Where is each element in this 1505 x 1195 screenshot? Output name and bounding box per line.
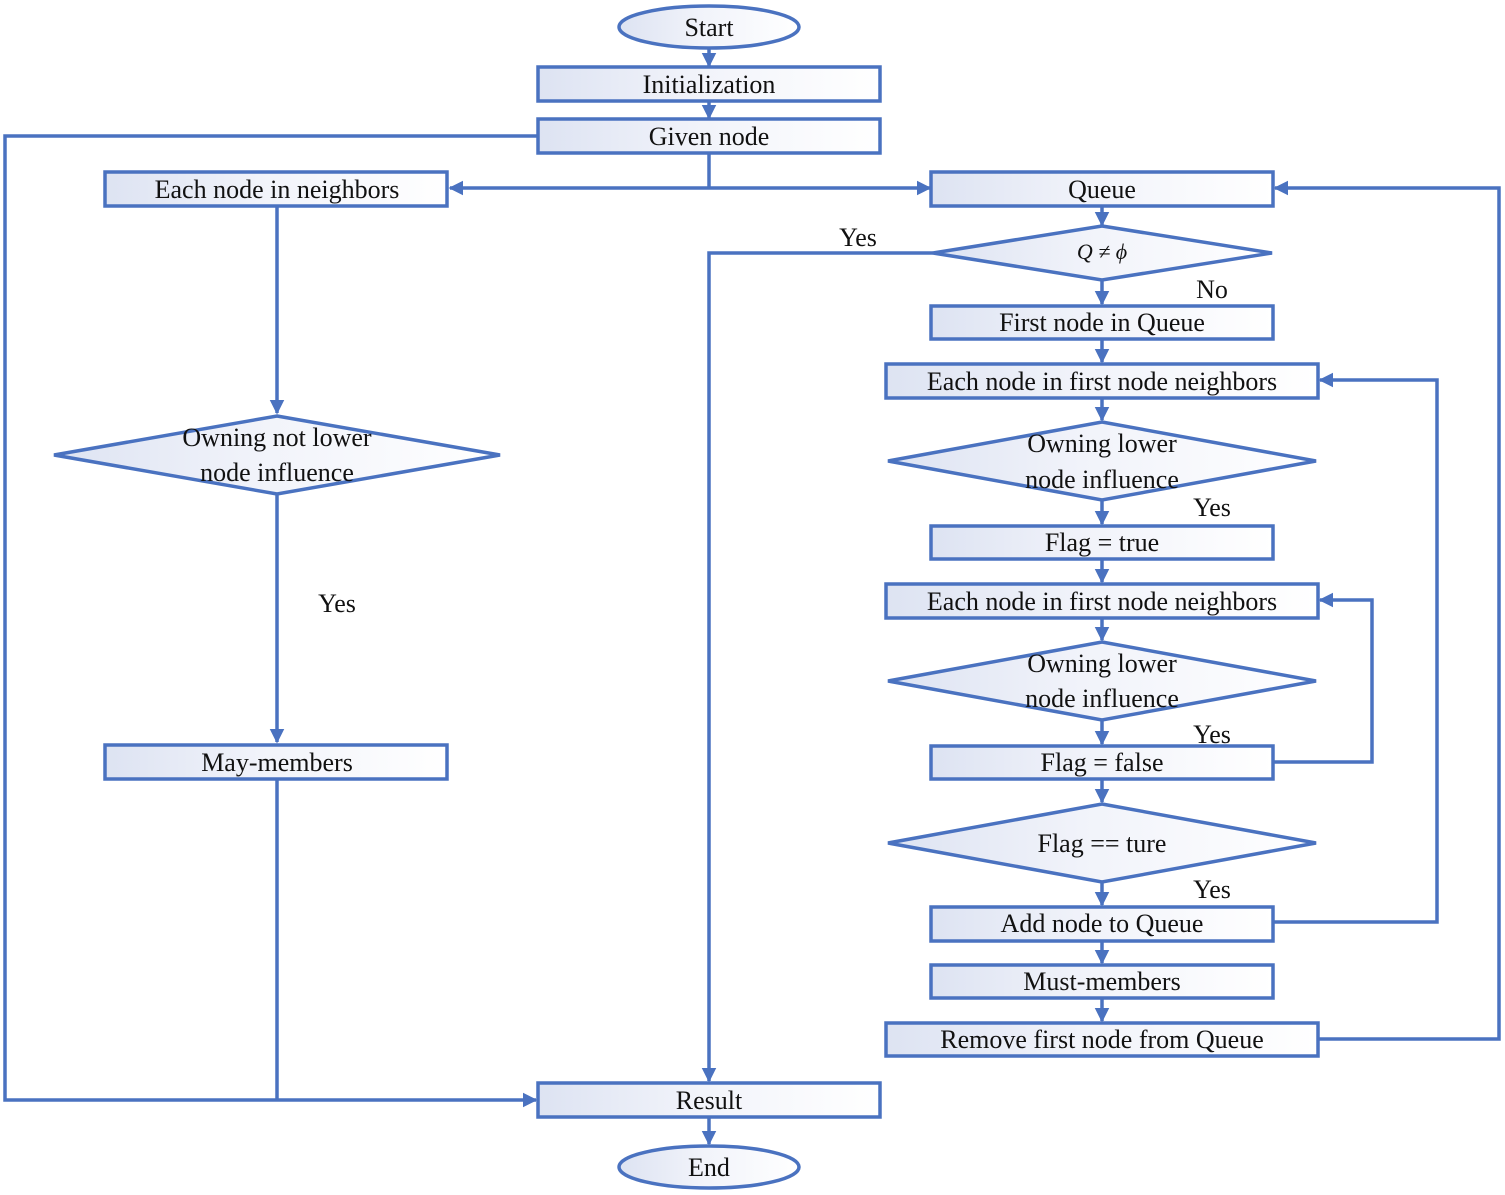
owning-lower-decision-1 — [887, 420, 1317, 502]
queue-box — [929, 170, 1275, 208]
edges — [3, 48, 1501, 1146]
queue-label: Queue — [1068, 175, 1136, 204]
yes-label-left: Yes — [318, 589, 356, 618]
initialization-box — [536, 65, 882, 103]
edge-cond-yes-result — [701, 251, 933, 1083]
end-terminal — [617, 1144, 801, 1190]
flag-check-decision — [887, 802, 1317, 884]
remove-first-node-label: Remove first node from Queue — [940, 1025, 1263, 1054]
each-node-neighbors-label: Each node in neighbors — [155, 175, 400, 204]
owning-lower-decision-2 — [887, 640, 1317, 722]
owning-lower-2-line1: Owning lower — [1027, 649, 1177, 678]
flag-check-label: Flag == ture — [1038, 829, 1167, 858]
result-box — [536, 1081, 882, 1119]
yes-label-queue: Yes — [839, 223, 877, 252]
initialization-label: Initialization — [643, 70, 776, 99]
flag-false-box — [929, 744, 1275, 781]
yes-label-owning-1: Yes — [1193, 493, 1231, 522]
no-label-queue: No — [1196, 275, 1228, 304]
start-label: Start — [684, 13, 734, 42]
must-members-box — [929, 963, 1275, 1000]
edge-remove-loop — [1273, 180, 1501, 1041]
given-node-box — [536, 117, 882, 155]
each-node-neighbors-box — [103, 170, 449, 208]
flag-false-label: Flag = false — [1041, 748, 1164, 777]
start-terminal — [617, 4, 801, 50]
yes-label-flag: Yes — [1193, 875, 1231, 904]
each-first-neighbors-box-2 — [884, 582, 1320, 620]
flag-true-box — [929, 524, 1275, 561]
each-first-neighbors-label-2: Each node in first node neighbors — [927, 587, 1277, 616]
must-members-label: Must-members — [1023, 967, 1180, 996]
first-node-box — [929, 304, 1275, 341]
given-node-label: Given node — [649, 122, 770, 151]
edge-add-loop — [1273, 372, 1439, 924]
owning-not-lower-line1: Owning not lower — [182, 423, 372, 452]
owning-not-lower-line2: node influence — [200, 458, 354, 487]
may-members-label: May-members — [201, 748, 353, 777]
end-label: End — [688, 1153, 730, 1182]
edge-flagfalse-loop — [1273, 592, 1374, 764]
queue-not-empty-label: Q ≠ ϕ — [1077, 239, 1127, 264]
each-first-neighbors-box-1 — [884, 362, 1320, 400]
add-node-label: Add node to Queue — [1001, 909, 1204, 938]
yes-label-owning-2: Yes — [1193, 720, 1231, 749]
result-label: Result — [676, 1086, 743, 1115]
owning-not-lower-decision — [53, 414, 501, 496]
flag-true-label: Flag = true — [1045, 528, 1159, 557]
owning-lower-1-line2: node influence — [1025, 465, 1179, 494]
owning-lower-1-line1: Owning lower — [1027, 429, 1177, 458]
each-first-neighbors-label-1: Each node in first node neighbors — [927, 367, 1277, 396]
first-node-label: First node in Queue — [999, 308, 1205, 337]
edge-given-result — [3, 134, 538, 1108]
remove-first-node-box — [884, 1021, 1320, 1058]
add-node-box — [929, 905, 1275, 943]
queue-not-empty-decision — [932, 224, 1273, 282]
may-members-box — [103, 743, 449, 781]
owning-lower-2-line2: node influence — [1025, 684, 1179, 713]
